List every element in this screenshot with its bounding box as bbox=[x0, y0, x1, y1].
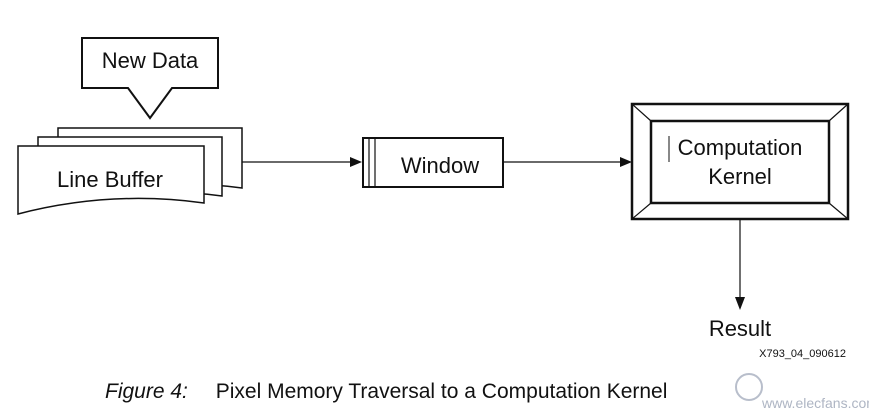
figure-id: X793_04_090612 bbox=[759, 348, 846, 360]
kernel-bevel-bl bbox=[631, 202, 652, 220]
figure-caption: Figure 4: Pixel Memory Traversal to a Co… bbox=[105, 380, 667, 403]
figure-caption-title: Pixel Memory Traversal to a Computation … bbox=[216, 380, 668, 403]
computation-kernel-node: Computation Kernel bbox=[630, 102, 850, 221]
window-box bbox=[362, 137, 504, 188]
figure-caption-label: Figure 4: bbox=[105, 380, 188, 403]
line-buffer-label: Line Buffer bbox=[57, 167, 163, 192]
kernel-inner-frame bbox=[649, 119, 831, 205]
watermark: www.elecfans.com bbox=[735, 373, 869, 411]
new-data-node: New Data bbox=[81, 37, 219, 120]
result-label: Result bbox=[709, 316, 771, 341]
watermark-text: www.elecfans.com bbox=[761, 395, 869, 411]
arrow-buffer-to-window bbox=[242, 157, 362, 167]
window-node: Window bbox=[362, 137, 504, 188]
new-data-label: New Data bbox=[102, 48, 199, 73]
arrow-kernel-to-result bbox=[735, 219, 745, 310]
kernel-label-line2: Kernel bbox=[708, 164, 772, 189]
kernel-label-line1: Computation bbox=[678, 135, 803, 160]
line-buffer-node: Line Buffer bbox=[17, 127, 243, 215]
kernel-bevel-tl bbox=[631, 103, 652, 122]
watermark-logo-icon bbox=[735, 373, 763, 401]
kernel-bevel-tr bbox=[828, 103, 849, 122]
kernel-bevel-br bbox=[828, 202, 849, 220]
new-data-block-arrow bbox=[81, 37, 219, 120]
line-buffer-doc-front bbox=[17, 145, 205, 215]
window-label: Window bbox=[401, 153, 479, 178]
arrow-window-to-kernel bbox=[503, 157, 632, 167]
